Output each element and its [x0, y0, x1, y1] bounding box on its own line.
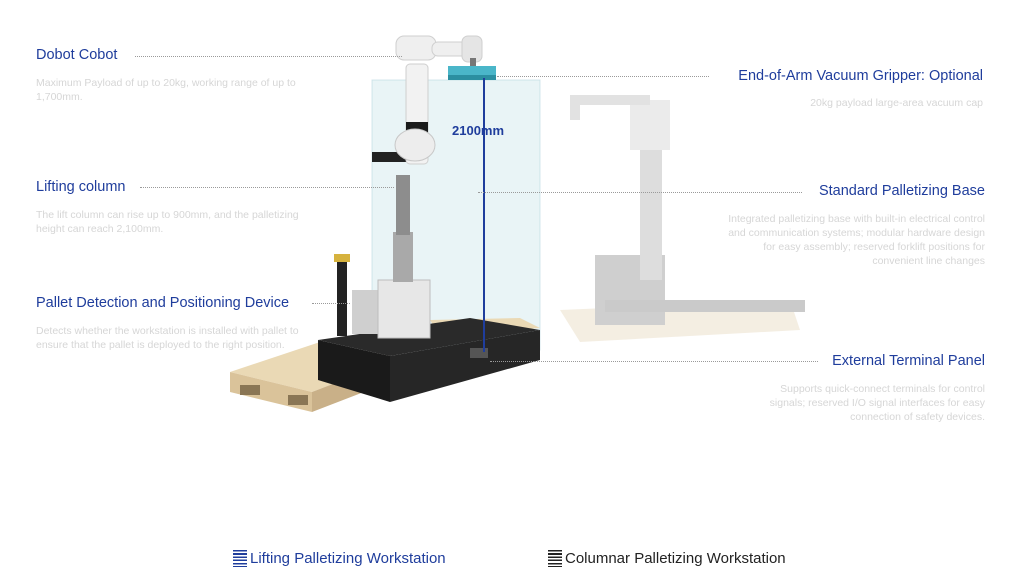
lifting-column-title: Lifting column — [36, 179, 126, 195]
pallet-detection-desc: Detects whether the workstation is insta… — [36, 325, 299, 351]
terminal-desc: Supports quick-connect terminals for con… — [769, 383, 985, 423]
gripper-leader — [497, 76, 709, 77]
lifting-column-leader — [140, 187, 394, 188]
lifting-column-desc: The lift column can rise up to 900mm, an… — [36, 209, 299, 235]
cobot-title: Dobot Cobot — [36, 47, 118, 63]
tab-lifting-palletizing-workstation[interactable]: Lifting Palletizing Workstation — [233, 550, 446, 567]
tab-lifting-label: Lifting Palletizing Workstation — [250, 550, 446, 567]
base-desc: Integrated palletizing base with built-i… — [728, 213, 985, 267]
pallet-detection-leader — [312, 303, 350, 304]
cobot-desc: Maximum Payload of up to 20kg, working r… — [36, 77, 296, 103]
terminal-leader — [490, 361, 818, 362]
base-leader — [478, 192, 802, 193]
tab-columnar-label: Columnar Palletizing Workstation — [565, 550, 786, 567]
gripper-desc: 20kg payload large-area vacuum cap — [810, 97, 983, 109]
list-icon — [233, 550, 247, 567]
lifting-column — [352, 175, 431, 339]
cobot-arm — [372, 35, 483, 165]
cobot-leader — [135, 56, 402, 57]
vacuum-gripper — [448, 66, 496, 80]
tab-columnar-palletizing-workstation[interactable]: Columnar Palletizing Workstation — [548, 550, 786, 567]
height-label: 2100mm — [452, 123, 504, 138]
pallet-detection-device — [334, 254, 350, 336]
base-title: Standard Palletizing Base — [818, 183, 985, 199]
terminal-title: External Terminal Panel — [832, 353, 985, 369]
columnar-workstation-ghost — [560, 95, 805, 342]
pallet-detection-title: Pallet Detection and Positioning Device — [36, 295, 290, 311]
list-icon — [548, 550, 562, 567]
gripper-title: End-of-Arm Vacuum Gripper: Optional — [738, 68, 983, 84]
